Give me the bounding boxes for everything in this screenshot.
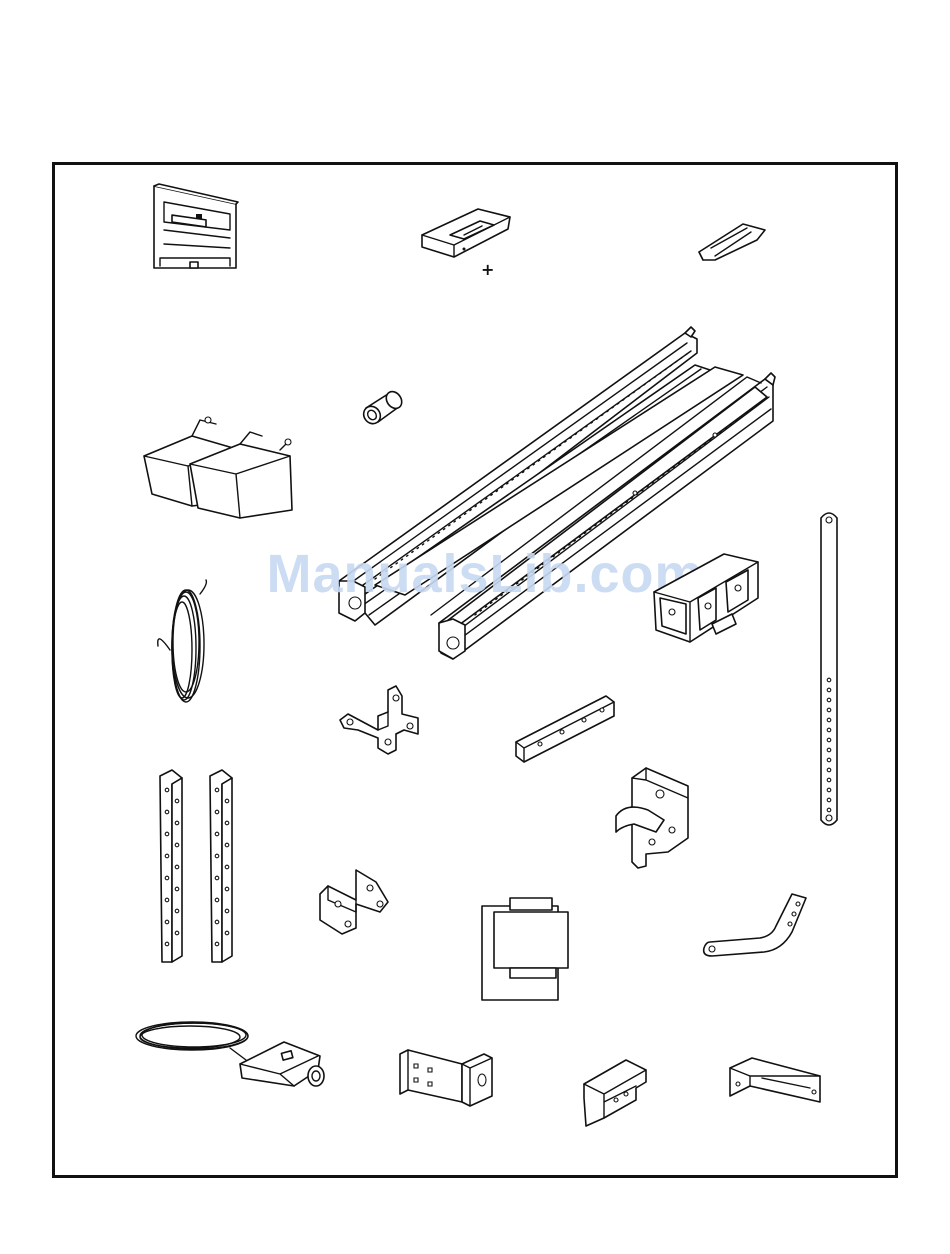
remote-control-icon: [420, 205, 512, 260]
hanging-brackets-icon: [158, 770, 238, 966]
door-bracket-icon: [612, 766, 692, 870]
visor-clip-icon: [695, 218, 767, 264]
straight-door-arm-icon: [818, 508, 840, 830]
remote-plus-marker: +: [481, 262, 494, 278]
header-bracket-icon: [338, 686, 422, 756]
sensor-bracket-icon: [398, 1050, 494, 1108]
safety-sensor-icon: [134, 1018, 330, 1098]
angle-bracket-icon: [728, 1056, 824, 1106]
light-lens-icon: [140, 410, 300, 522]
door-control-bracket-icon: [318, 868, 392, 936]
hardware-bags-icon: [480, 896, 572, 1002]
trolley-icon: [650, 548, 762, 646]
idler-pulley-bracket-icon: [512, 694, 616, 766]
door-control-icon: [150, 182, 240, 274]
curved-door-arm-icon: [702, 890, 812, 960]
bell-wire-icon: [150, 580, 220, 710]
u-bracket-icon: [580, 1058, 650, 1128]
